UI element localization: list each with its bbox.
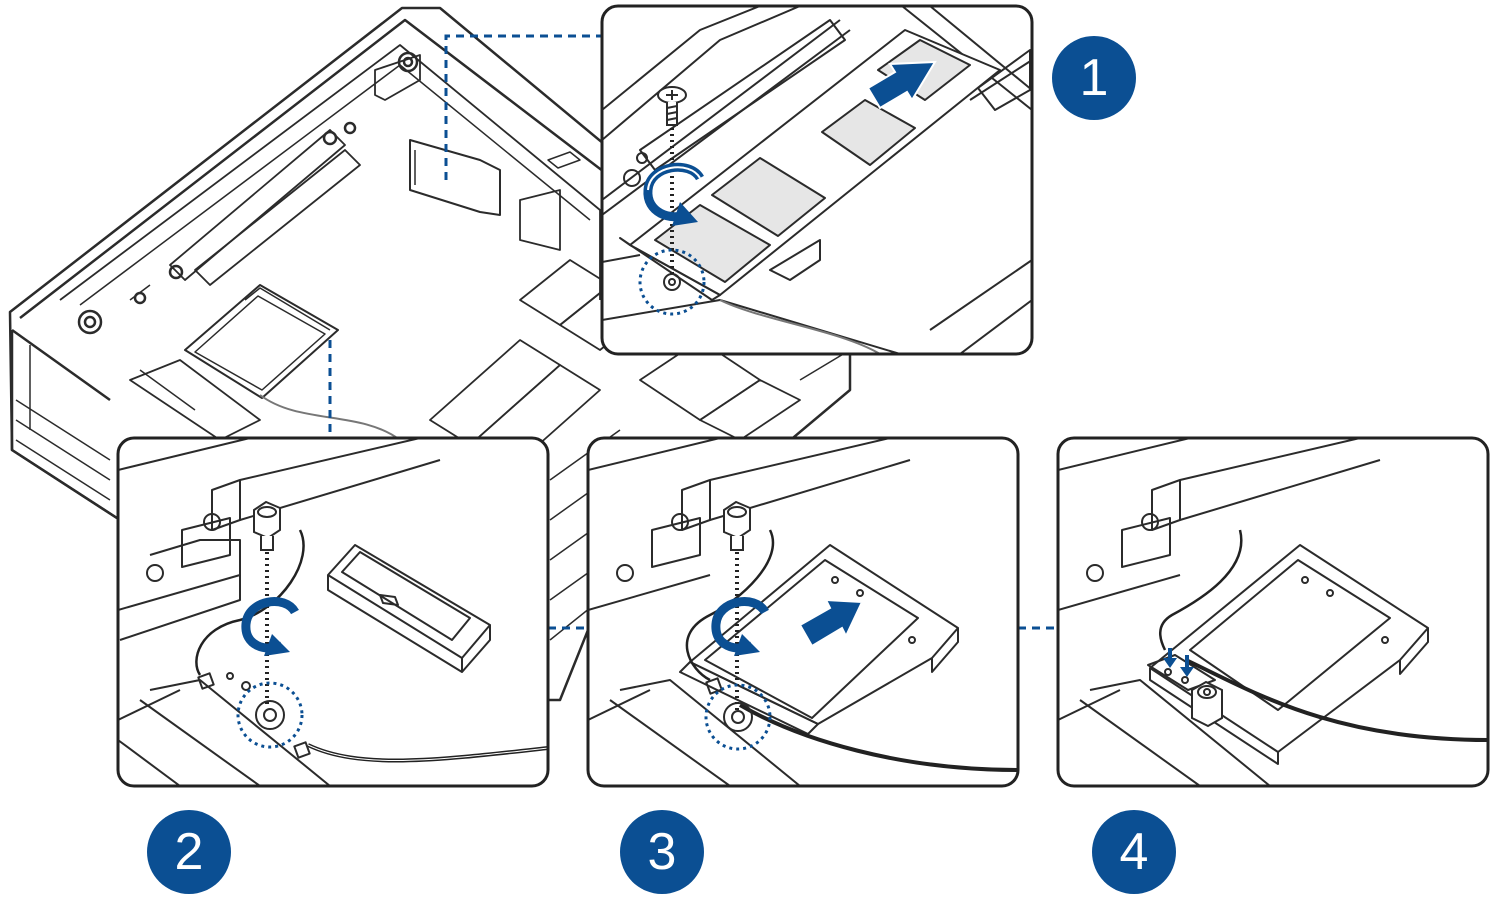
push-arrow-icon	[866, 60, 937, 110]
step-2-panel	[116, 436, 550, 788]
step-3-badge: 3	[620, 810, 704, 894]
target-hole-1	[638, 248, 706, 316]
rotate-arrow-icon	[643, 162, 704, 226]
standoff-icon	[1191, 680, 1223, 728]
target-hole-3	[704, 683, 772, 751]
step-1-panel	[600, 4, 1034, 356]
callout-lines	[328, 34, 1058, 630]
antenna-connector-icon	[1163, 648, 1194, 677]
screw-icon	[657, 86, 687, 126]
step-4-panel	[1056, 436, 1490, 788]
target-hole-2	[236, 681, 304, 749]
step-3-panel	[586, 436, 1020, 788]
rotate-arrow-icon	[711, 597, 769, 656]
step-2-badge: 2	[147, 810, 231, 894]
standoff-icon	[723, 500, 751, 551]
step-1-badge: 1	[1052, 36, 1136, 120]
rotate-arrow-icon	[241, 597, 299, 656]
push-arrow-icon	[798, 598, 864, 648]
standoff-icon	[253, 500, 281, 551]
callout-line-1	[444, 34, 602, 180]
step-4-badge: 4	[1092, 810, 1176, 894]
